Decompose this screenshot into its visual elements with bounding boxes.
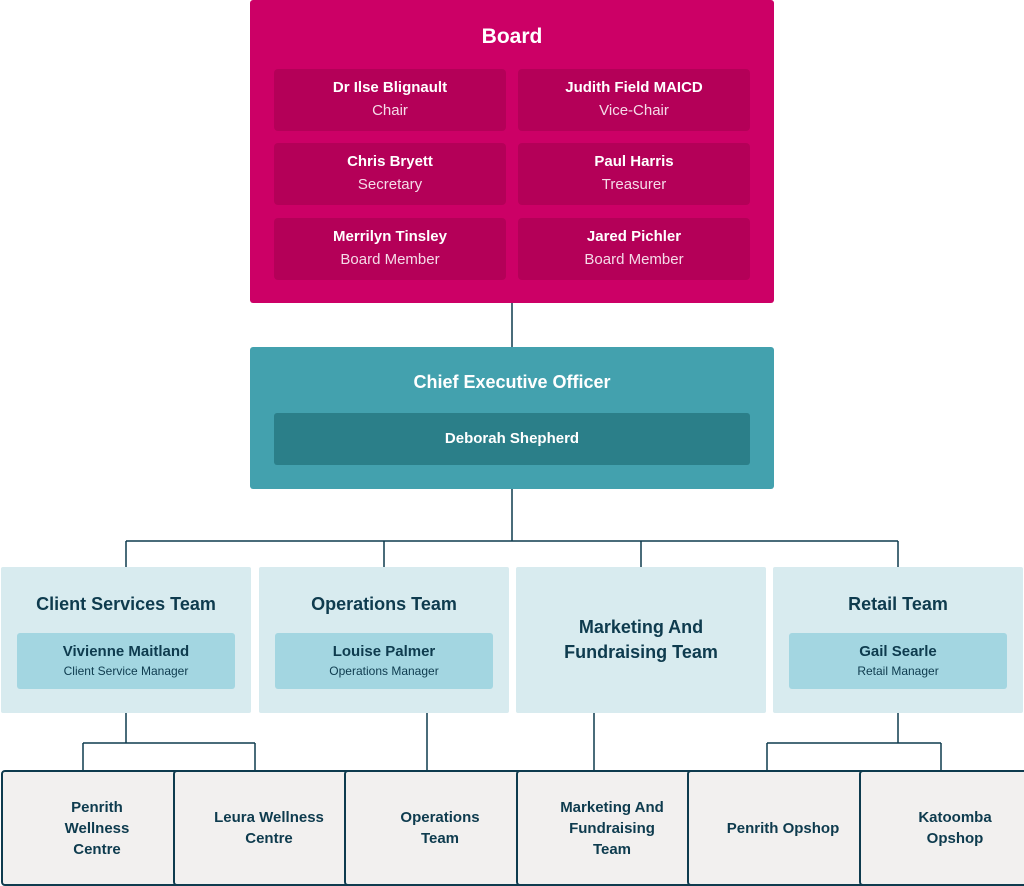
manager-role: Operations Manager <box>329 664 439 678</box>
member-role: Treasurer <box>601 176 667 193</box>
unit-leura-wellness-centre: Leura Wellness Centre <box>173 770 365 886</box>
member-name: Judith Field MAICD <box>565 79 703 96</box>
member-role: Vice-Chair <box>599 102 669 119</box>
team-client-services: Client Services Team Vivienne Maitland C… <box>1 567 251 713</box>
manager-card: Vivienne Maitland Client Service Manager <box>17 633 235 689</box>
manager-card: Louise Palmer Operations Manager <box>275 633 493 689</box>
unit-marketing-fundraising-team: Marketing And Fundraising Team <box>516 770 708 886</box>
unit-label: Penrith Wellness Centre <box>64 798 130 858</box>
manager-role: Retail Manager <box>857 664 939 678</box>
manager-role: Client Service Manager <box>63 664 189 678</box>
team-title: Retail Team <box>848 594 948 614</box>
member-name: Chris Bryett <box>347 153 433 170</box>
member-name: Dr Ilse Blignault <box>332 79 448 96</box>
member-role: Board Member <box>340 251 440 268</box>
unit-penrith-opshop: Penrith Opshop <box>687 770 879 886</box>
unit-label: Operations Team <box>400 809 480 847</box>
ceo-box: Chief Executive Officer Deborah Shepherd <box>250 347 774 489</box>
board-member-card: Judith Field MAICD Vice-Chair <box>518 69 750 131</box>
unit-operations-team: Operations Team <box>344 770 536 886</box>
board-box: Board Dr Ilse Blignault Chair Judith Fie… <box>250 0 774 303</box>
member-name: Paul Harris <box>594 153 674 170</box>
team-title-text: Marketing And Fundraising Team <box>564 617 718 662</box>
board-member-card: Paul Harris Treasurer <box>518 143 750 205</box>
manager-name: Louise Palmer <box>332 643 436 660</box>
board-member-card: Jared Pichler Board Member <box>518 218 750 280</box>
unit-penrith-wellness-centre: Penrith Wellness Centre <box>1 770 193 886</box>
ceo-title: Chief Executive Officer <box>413 372 611 392</box>
unit-label: Penrith Opshop <box>726 819 840 837</box>
manager-name: Gail Searle <box>859 643 937 660</box>
team-operations: Operations Team Louise Palmer Operations… <box>259 567 509 713</box>
member-name: Jared Pichler <box>586 228 682 245</box>
team-marketing-fundraising: Marketing And Fundraising Team <box>516 567 766 713</box>
team-retail: Retail Team Gail Searle Retail Manager <box>773 567 1023 713</box>
unit-label: Leura Wellness Centre <box>214 809 324 847</box>
team-title: Marketing And Fundraising Team <box>516 567 766 713</box>
manager-name: Vivienne Maitland <box>62 643 190 660</box>
member-role: Secretary <box>357 176 423 193</box>
board-member-card: Chris Bryett Secretary <box>274 143 506 205</box>
member-role: Board Member <box>584 251 684 268</box>
board-member-card: Dr Ilse Blignault Chair <box>274 69 506 131</box>
manager-card: Gail Searle Retail Manager <box>789 633 1007 689</box>
board-title: Board <box>481 25 543 48</box>
unit-label: Katoomba Opshop <box>918 809 992 847</box>
team-title: Client Services Team <box>36 594 216 614</box>
ceo-name: Deborah Shepherd <box>274 413 750 465</box>
unit-katoomba-opshop: Katoomba Opshop <box>859 770 1024 886</box>
board-member-card: Merrilyn Tinsley Board Member <box>274 218 506 280</box>
member-name: Merrilyn Tinsley <box>333 228 447 245</box>
team-title: Operations Team <box>311 594 457 614</box>
member-role: Chair <box>372 102 408 119</box>
unit-label: Marketing And Fundraising Team <box>560 798 664 858</box>
